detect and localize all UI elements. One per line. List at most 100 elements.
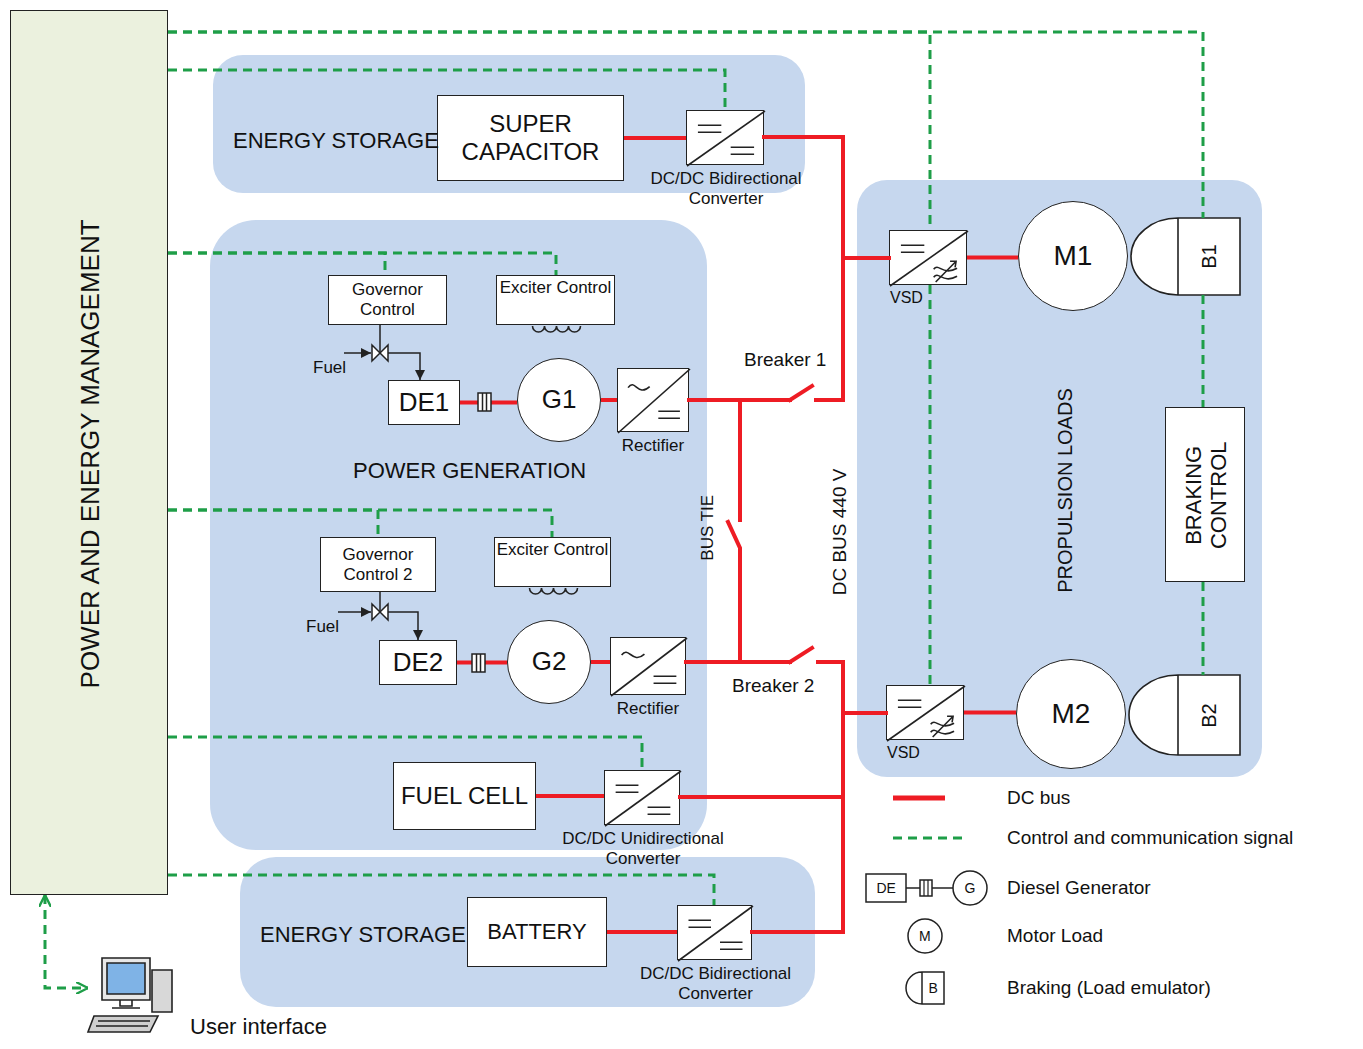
dc-symbol (901, 245, 924, 252)
coil-symbol (533, 326, 581, 332)
node-text: POWER GENERATION (353, 458, 586, 483)
rectifier-box: Rectifier (610, 637, 686, 695)
divider-line (887, 686, 965, 741)
generator-circle: G1 (517, 358, 601, 442)
bus-voltage-label: DC BUS 440 V (829, 469, 851, 596)
dc-bus-link (591, 660, 610, 664)
dc-bus-link (601, 398, 617, 402)
conv-symbol (605, 771, 681, 826)
shaft-coupling (477, 654, 481, 672)
node-text: G2 (532, 647, 567, 677)
node-text: M2 (1052, 698, 1091, 730)
legend-symbol-text: B (929, 980, 938, 996)
control-box: Governor Control (328, 275, 447, 325)
dc-bus-wire (843, 256, 889, 260)
node-text: G1 (542, 385, 577, 415)
dc-bus-wire (738, 400, 742, 520)
divider-line (611, 638, 687, 696)
legend-sample (906, 972, 944, 1004)
propulsion-band: PROPULSION LOADSVSDM1B1BRAKING CONTROLVS… (857, 180, 1262, 777)
exciter-box: Exciter Control (496, 275, 615, 325)
legend-text: DC bus (1007, 787, 1070, 809)
dome-symbol (1128, 675, 1240, 755)
dome-symbol (1130, 218, 1240, 295)
divider-line (605, 771, 681, 826)
converter-box: DC/DC Bidirectional Converter (686, 110, 764, 165)
fuel-arrow (338, 611, 371, 613)
divider-line (678, 906, 753, 961)
dc-bus-wire (686, 660, 790, 664)
ac-symbol (622, 652, 645, 657)
drive-box: VSD (886, 685, 964, 740)
computer-case (152, 970, 172, 1012)
monitor-stand (112, 1000, 140, 1008)
rectifier-box: Rectifier (617, 368, 689, 432)
storage-band: ENERGY STORAGEBATTERYDC/DC Bidirectional… (240, 857, 815, 1007)
dome-outline (1129, 675, 1240, 755)
node-text: Governor Control 2 (321, 545, 435, 584)
shaft-coupling (478, 393, 491, 411)
legend-sample (866, 798, 987, 1004)
drive-box: VSD (889, 230, 967, 285)
dc-bus-link (967, 256, 1018, 260)
divider-line (687, 111, 765, 166)
node-text: Rectifier (622, 436, 684, 456)
legend-sample (893, 796, 945, 801)
conv-symbol (678, 906, 753, 961)
conv-symbol (687, 111, 765, 166)
legend-sample (920, 880, 932, 896)
node-text: ENERGY STORAGE (260, 922, 466, 947)
management-panel: POWER AND ENERGY MANAGEMENT (10, 10, 168, 895)
generation-band: POWER GENERATIONGovernor ControlExciter … (210, 220, 707, 850)
motor-circle: M1 (1018, 201, 1128, 311)
breaker-label: Breaker 2 (732, 675, 814, 697)
node-text: Exciter Control (497, 540, 608, 560)
dc-bus-wire (728, 522, 740, 662)
bus-tie-label: BUS TIE (698, 495, 718, 561)
node-text: DE1 (399, 388, 450, 418)
dc-bus-wire (790, 386, 812, 400)
brake-emulator: B2 (1128, 675, 1240, 755)
node-text: Governor Control (329, 280, 446, 319)
dc-bus-wire (680, 795, 843, 799)
breaker-label: Breaker 1 (744, 349, 826, 371)
dc-bus-link (624, 136, 686, 140)
node-text: FUEL CELL (401, 782, 528, 810)
screen (107, 963, 145, 994)
rect-symbol (618, 369, 690, 433)
legend-text: Control and communication signal (1007, 827, 1293, 849)
legend-sample (908, 919, 942, 953)
node-text: POWER AND ENERGY MANAGEMENT (75, 219, 105, 688)
legend-text: Diesel Generator (1007, 877, 1151, 899)
fuel-label: Fuel (313, 358, 346, 378)
divider-line (618, 369, 690, 433)
node-text: BRAKING CONTROL (1181, 420, 1232, 570)
dc-symbol (658, 411, 680, 418)
converter-box: DC/DC Unidirectional Converter (604, 770, 680, 825)
control-box: BRAKING CONTROL (1165, 407, 1245, 582)
dc-symbol (898, 700, 921, 707)
dc-symbol (648, 807, 671, 814)
rect-symbol (611, 638, 687, 696)
node-text: DC/DC Unidirectional Converter (536, 829, 751, 868)
brake-emulator: B1 (1130, 218, 1240, 295)
dc-symbol (616, 785, 639, 792)
node-text: M1 (1054, 240, 1093, 272)
dc-symbol (731, 147, 754, 154)
generator-circle: G2 (507, 620, 591, 704)
dc-symbol (698, 125, 721, 132)
legend-sample (893, 837, 962, 840)
ac-symbol (628, 385, 650, 390)
motor-circle: M2 (1016, 659, 1126, 769)
fuel-label: Fuel (306, 617, 339, 637)
legend-text: Motor Load (1007, 925, 1103, 947)
variable-arrow (933, 716, 953, 737)
node-text: ENERGY STORAGE (233, 128, 439, 153)
dc-bus-link (536, 794, 604, 798)
node-text: B1 (1198, 244, 1221, 268)
node-text: Rectifier (617, 699, 679, 719)
legend-text: Braking (Load emulator) (1007, 977, 1211, 999)
